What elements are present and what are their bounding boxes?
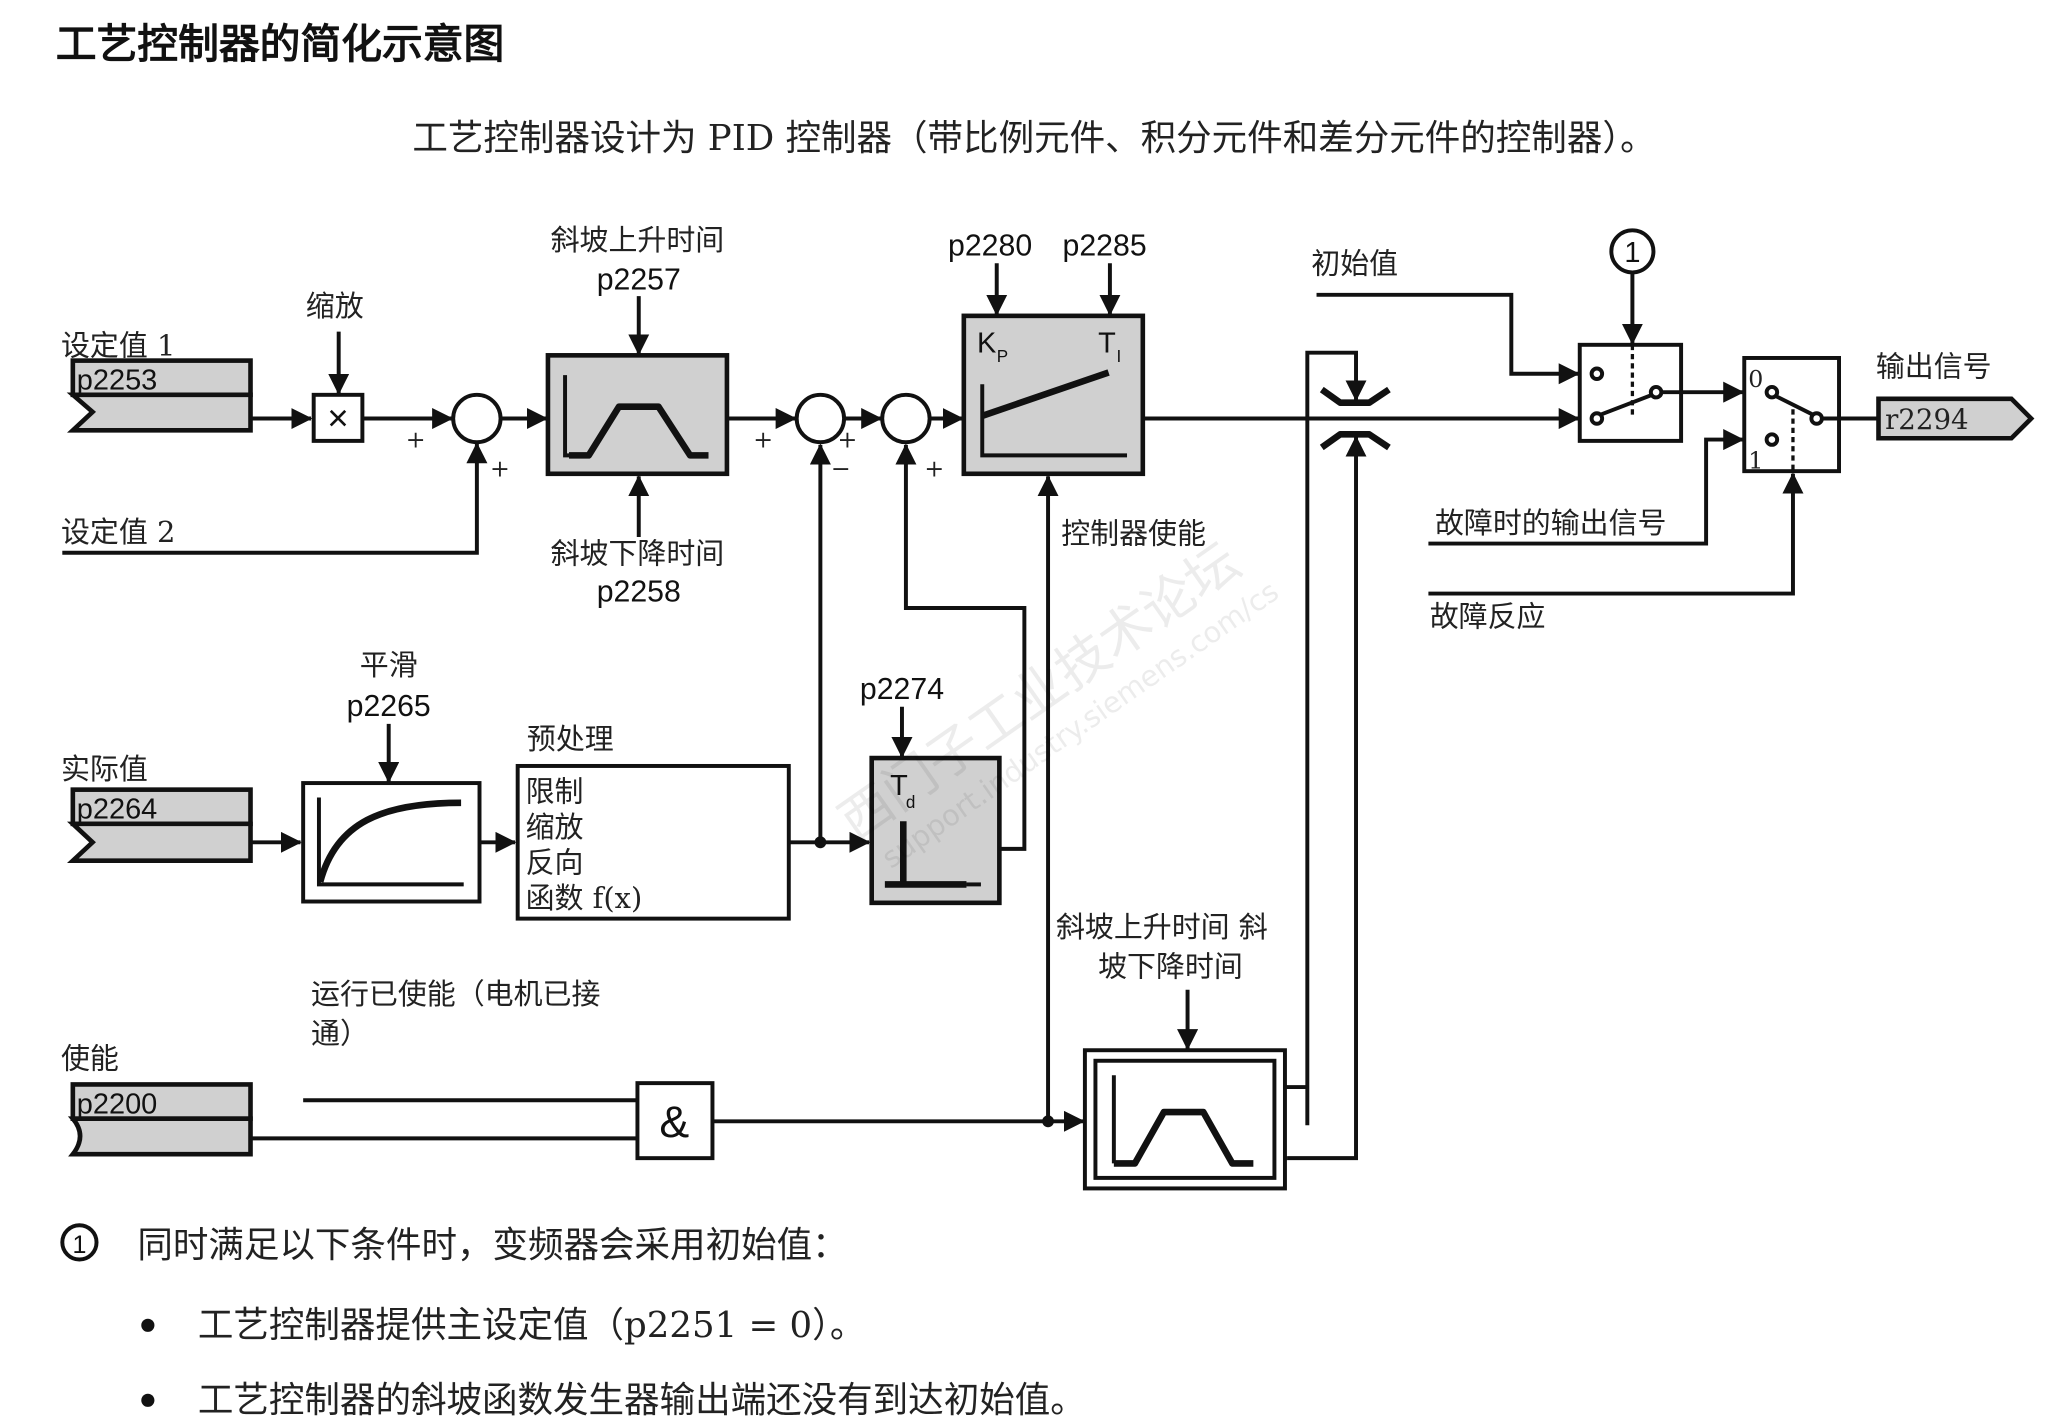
td-symbol: T <box>890 770 908 802</box>
actual-value-label: 实际值 <box>61 752 148 786</box>
sign-plus: + <box>837 425 857 453</box>
page-title: 工艺控制器的简化示意图 <box>56 20 505 68</box>
summing-junction-1 <box>451 392 503 445</box>
run-enabled-label-line2: 通） <box>311 1017 369 1051</box>
switch-pos-1: 1 <box>1748 447 1763 475</box>
setpoint1-label: 设定值 1 <box>61 328 175 362</box>
note-bullet: 工艺控制器提供主设定值（p2251 = 0）。 <box>198 1305 866 1346</box>
switch-pos-0: 0 <box>1748 365 1763 393</box>
preprocess-label: 预处理 <box>527 722 614 756</box>
pt1-curve-icon <box>317 799 462 883</box>
sign-plus: + <box>406 425 426 453</box>
enable-param: p2200 <box>77 1088 157 1120</box>
ti-param: p2285 <box>1063 229 1147 262</box>
preprocess-item: 限制 <box>526 774 584 808</box>
fault-switch[interactable]: 0 1 <box>1742 356 1841 475</box>
note-marker-number: 1 <box>72 1231 86 1259</box>
note-marker-icon <box>60 1223 99 1262</box>
ti-symbol: T <box>1098 328 1116 360</box>
note-intro: 同时满足以下条件时，变频器会采用初始值： <box>137 1225 847 1266</box>
scaling-label: 缩放 <box>306 289 364 323</box>
ramp-down-label: 斜坡下降时间 <box>551 536 725 570</box>
kp-symbol: K <box>977 328 996 360</box>
actual-value-param: p2264 <box>77 794 157 826</box>
td-subscript: d <box>906 793 916 812</box>
pid-output-ramp-block[interactable] <box>1082 1048 1287 1191</box>
setpoint1-param: p2253 <box>77 365 157 397</box>
actual-value-connector[interactable]: p2264 <box>66 787 253 864</box>
and-gate[interactable]: & <box>635 1081 715 1161</box>
sign-minus: − <box>831 454 851 482</box>
derivative-param: p2274 <box>860 673 944 706</box>
watermark-url: support.industry.siemens.com/cs <box>875 574 1284 875</box>
subtitle: 工艺控制器设计为 PID 控制器（带比例元件、积分元件和差分元件的控制器）。 <box>412 118 1655 159</box>
ramp-up-param: p2257 <box>597 264 681 297</box>
setpoint2-label: 设定值 2 <box>61 515 175 549</box>
sign-plus: + <box>924 454 944 482</box>
smoothing-param: p2265 <box>347 690 431 723</box>
fault-reaction-label: 故障反应 <box>1430 599 1546 633</box>
ramp2-label-line1: 斜坡上升时间 斜 <box>1056 910 1268 944</box>
kp-param: p2280 <box>948 229 1032 262</box>
ti-subscript: I <box>1116 347 1121 366</box>
setpoint1-connector[interactable]: p2253 <box>66 358 253 433</box>
fault-output-label: 故障时的输出信号 <box>1435 506 1667 540</box>
smoothing-label: 平滑 <box>360 648 418 682</box>
sign-plus: + <box>490 454 510 482</box>
enable-label: 使能 <box>61 1042 119 1076</box>
bullet-icon <box>141 1393 155 1407</box>
ramp-up-label: 斜坡上升时间 <box>551 223 725 257</box>
ramp-down-param: p2258 <box>597 575 681 608</box>
initial-value-label: 初始值 <box>1311 247 1398 281</box>
condition-marker-number: 1 <box>1624 237 1640 269</box>
output-param: r2294 <box>1885 403 1969 436</box>
sign-plus: + <box>753 425 773 453</box>
ramp2-label-line2: 坡下降时间 <box>1098 950 1243 984</box>
controller-enable-label: 控制器使能 <box>1061 517 1206 551</box>
limiter-icon <box>1319 386 1391 451</box>
scaling-block[interactable]: × <box>311 392 365 443</box>
kp-subscript: P <box>997 347 1008 366</box>
pi-controller-block[interactable]: K P T I <box>961 313 1146 477</box>
derivative-block[interactable]: T d <box>869 755 1002 906</box>
output-label: 输出信号 <box>1876 349 1992 383</box>
summing-junction-3 <box>880 392 932 445</box>
note-bullet: 工艺控制器的斜坡函数发生器输出端还没有到达初始值。 <box>198 1380 1086 1421</box>
enable-connector[interactable]: p2200 <box>67 1082 253 1157</box>
and-symbol: & <box>659 1097 689 1147</box>
run-enabled-label-line1: 运行已使能（电机已接 <box>311 977 600 1011</box>
output-connector[interactable]: r2294 <box>1876 396 2035 441</box>
preprocess-item: 函数 f(x) <box>526 881 643 915</box>
bullet-icon <box>141 1318 155 1332</box>
ramp-function-block[interactable] <box>545 353 730 477</box>
multiply-icon: × <box>327 397 349 438</box>
preprocess-item: 缩放 <box>526 810 584 844</box>
ramp-curve-icon <box>569 403 709 459</box>
pi-response-icon <box>981 369 1110 419</box>
junction-dot <box>1042 1115 1054 1128</box>
smoothing-block[interactable] <box>301 781 482 904</box>
preprocess-block[interactable]: 限制 缩放 反向 函数 f(x) <box>515 763 791 921</box>
ramp-curve-icon <box>1113 1108 1254 1167</box>
preprocess-item: 反向 <box>526 846 584 880</box>
